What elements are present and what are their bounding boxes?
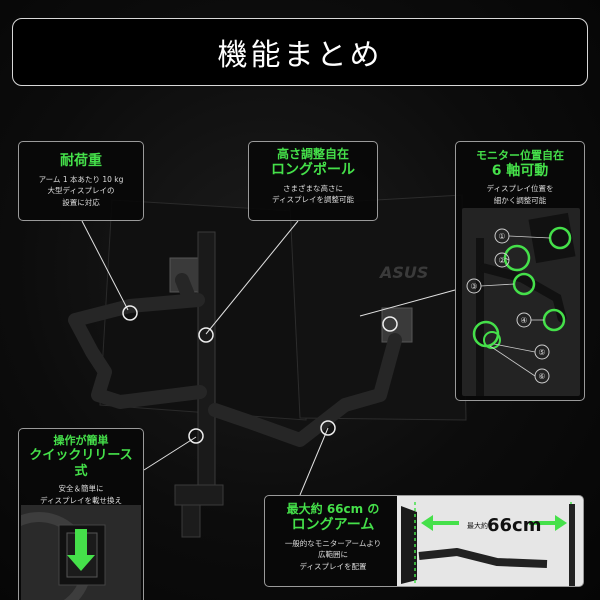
long-line: ディスプレイを配置 [299, 561, 367, 571]
axis-marker-5: ⑤ [538, 348, 545, 357]
six-axis-illustration: ① ② ③ ④ ⑤ ⑥ [462, 208, 580, 396]
right-arm [208, 333, 402, 447]
load-line: 設置に対応 [62, 197, 100, 207]
hotspot-pole [198, 327, 214, 343]
monitor-logo: ASUS [378, 263, 428, 282]
quick-title-1: 操作が簡単 [53, 434, 109, 447]
axis-marker-3: ③ [470, 282, 477, 291]
left-arm [68, 293, 207, 409]
quick-release-illustration [21, 505, 141, 600]
hotspot-long [320, 420, 336, 436]
axis-marker-2: ② [498, 256, 505, 265]
dimension-value: 66cm [487, 515, 541, 536]
long-line: 一般的なモニターアームより [284, 538, 382, 548]
right-monitor [289, 194, 467, 421]
pole-line: ディスプレイを調整可能 [272, 195, 354, 205]
quick-line: ディスプレイを載せ換え [40, 495, 122, 505]
pole-title-2: ロングポール [271, 162, 355, 178]
axis-line: 細かく調整可能 [493, 195, 547, 205]
hotspot-quick [188, 428, 204, 444]
dimension-prefix: 最大約 [467, 521, 488, 530]
hotspot-axis [382, 316, 398, 332]
load-line: アーム 1 本あたり 10 kg [38, 174, 124, 184]
axis-marker-6: ⑥ [538, 372, 545, 381]
title-banner: 機能まとめ [12, 18, 588, 86]
axis-title-2: 6 軸可動 [491, 162, 549, 179]
center-pole [197, 231, 216, 498]
axis-marker-4: ④ [520, 316, 527, 325]
pole-line: さまざまな高さに [283, 183, 343, 193]
long-line: 広範囲に [318, 550, 348, 560]
callout-load-capacity: 耐荷重 アーム 1 本あたり 10 kg 大型ディスプレイの 設置に対応 [18, 141, 144, 221]
callout-quick-release: 操作が簡単 クイックリリース式 安全＆簡単に ディスプレイを載せ換え [18, 428, 144, 600]
hotspot-load [122, 305, 138, 321]
callout-long-arm: 最大約 66cm の ロングアーム 一般的なモニターアームより 広範囲に ディス… [264, 495, 584, 587]
callout-six-axis: モニター位置自在 6 軸可動 ディスプレイ位置を 細かく調整可能 [455, 141, 585, 401]
long-title-1: 最大約 66cm の [286, 502, 380, 516]
long-title-2: ロングアーム [291, 517, 375, 533]
quick-title-2: クイックリリース式 [29, 447, 133, 479]
page-title: 機能まとめ [217, 38, 383, 73]
axis-marker-1: ① [498, 232, 505, 241]
axis-line: ディスプレイ位置を [486, 184, 554, 194]
load-line: 大型ディスプレイの [47, 186, 115, 196]
callout-long-pole: 高さ調整自在 ロングポール さまざまな高さに ディスプレイを調整可能 [248, 141, 378, 221]
quick-line: 安全＆簡単に [58, 484, 104, 494]
pole-title-1: 高さ調整自在 [276, 147, 349, 161]
axis-title-1: モニター位置自在 [476, 149, 564, 162]
long-arm-illustration: 最大約 66cm [397, 496, 583, 586]
load-title: 耐荷重 [60, 153, 102, 169]
desk-clamp [174, 484, 224, 506]
